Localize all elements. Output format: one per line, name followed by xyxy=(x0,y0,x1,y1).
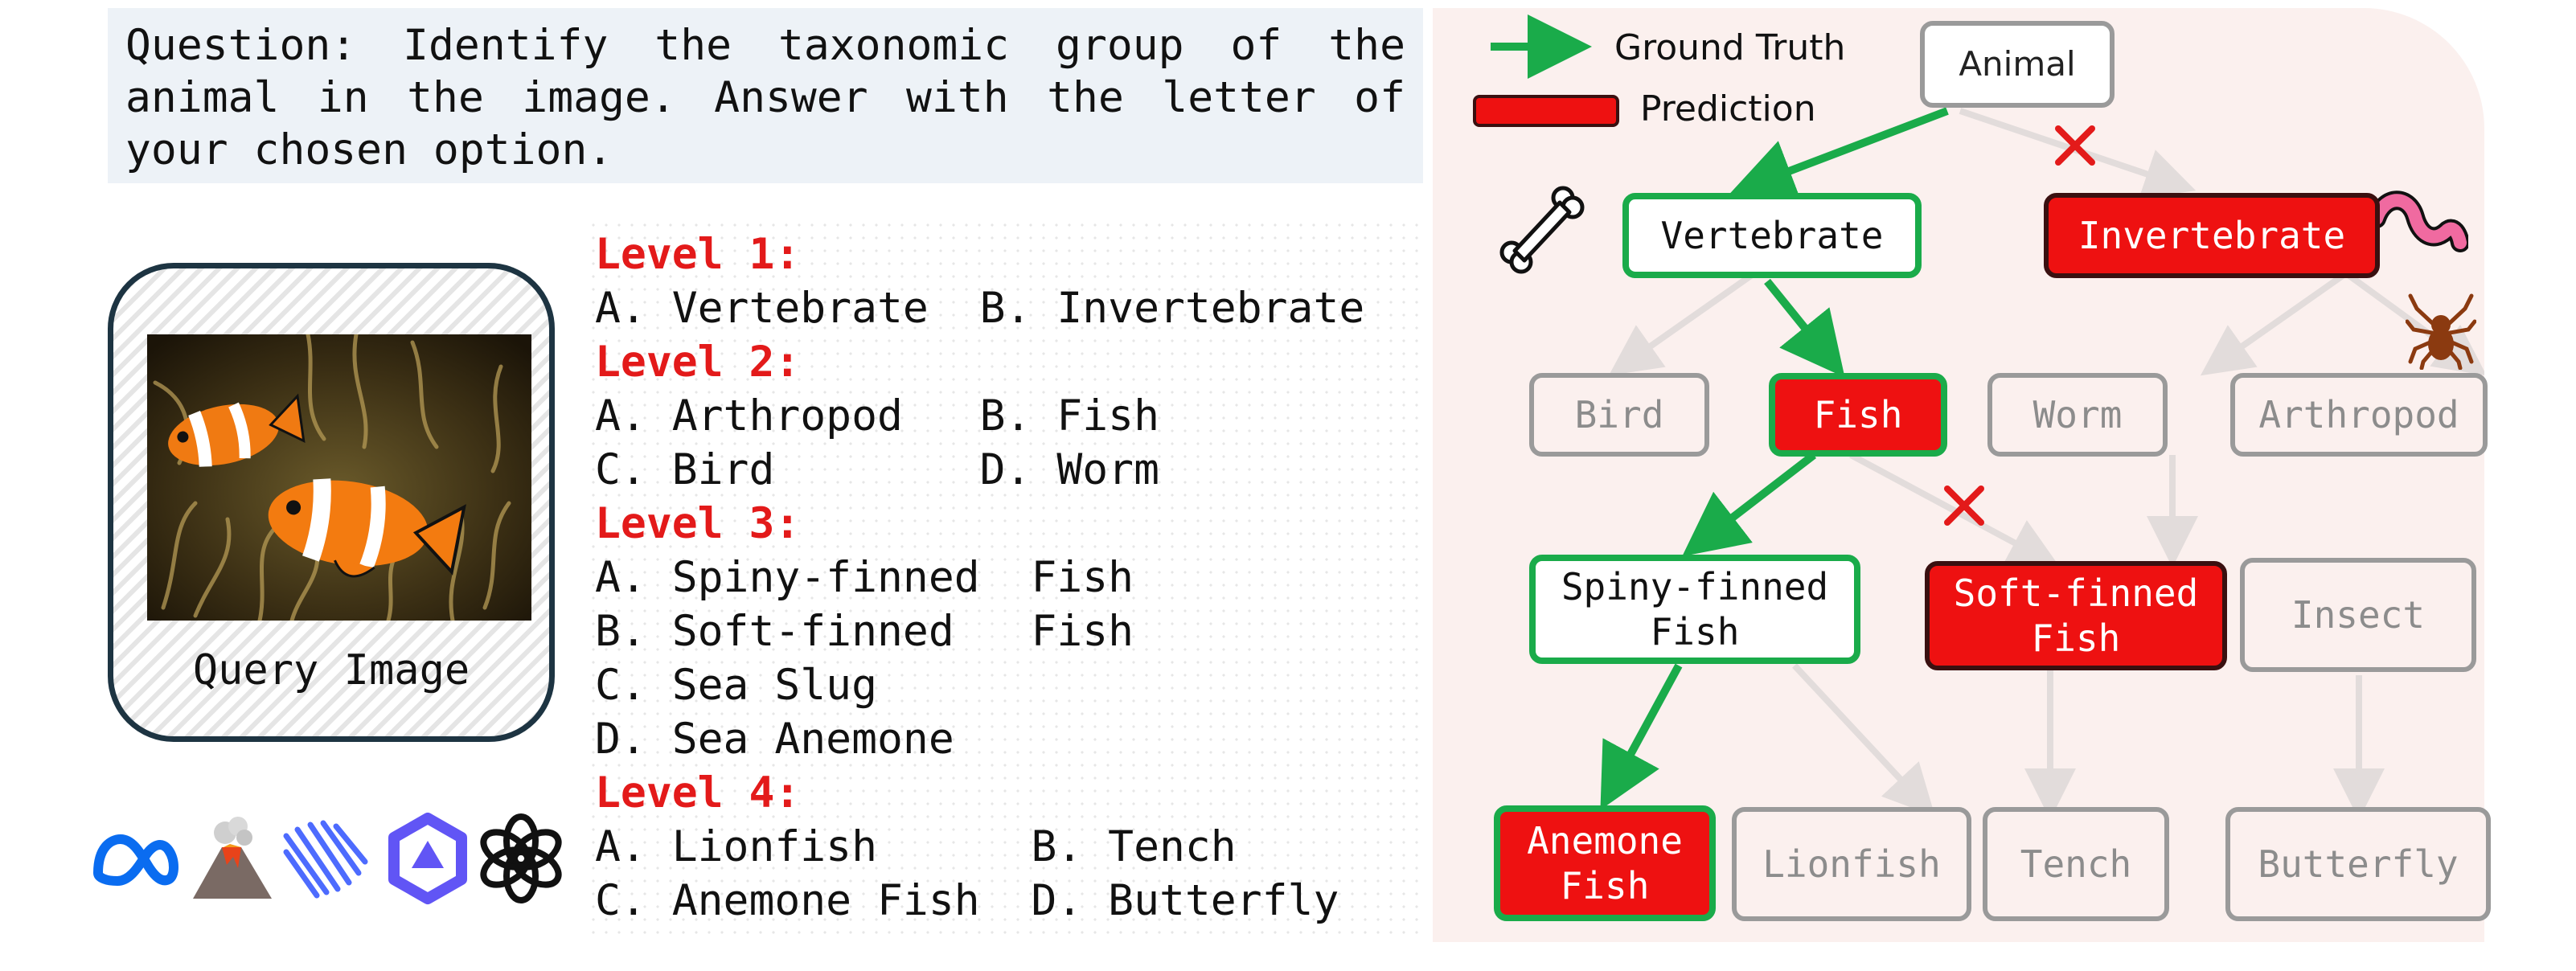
node-lionfish: Lionfish xyxy=(1732,807,1971,921)
tree-edges xyxy=(1473,14,2484,820)
node-spiny-finned-line1: Spiny-finned xyxy=(1561,565,1829,608)
level-4-options-ab: A. Lionfish B. Tench xyxy=(595,822,1237,871)
node-vertebrate: Vertebrate xyxy=(1622,193,1922,278)
spider-icon xyxy=(2406,293,2476,370)
node-animal: Animal xyxy=(1920,21,2115,108)
deepseek-logo-icon xyxy=(278,812,371,905)
node-tench: Tench xyxy=(1983,807,2169,921)
meta-logo-icon xyxy=(88,812,182,905)
node-anemone-line2: Fish xyxy=(1560,864,1650,907)
level-4-title: Level 4: xyxy=(595,768,801,817)
bone-icon xyxy=(1499,186,1585,274)
node-worm: Worm xyxy=(1987,373,2168,457)
qwen-logo-icon xyxy=(381,812,474,905)
level-1-title: Level 1: xyxy=(595,230,801,279)
query-image-caption: Query Image xyxy=(192,646,470,694)
question-text: Question: Identify the taxonomic group o… xyxy=(108,8,1423,183)
node-fish: Fish xyxy=(1769,373,1947,457)
node-soft-finned-line1: Soft-finned xyxy=(1953,572,2199,615)
node-arthropod: Arthropod xyxy=(2230,373,2488,457)
level-1-options: A. Vertebrate B. Invertebrate xyxy=(595,284,1365,333)
volcano-logo-icon xyxy=(185,812,278,905)
cross-mark-icon xyxy=(1944,125,2095,526)
query-image-card: Query Image xyxy=(108,263,555,742)
legend-ground-truth: Ground Truth xyxy=(1614,27,1846,68)
level-3-option-b: B. Soft-finned Fish xyxy=(595,607,1134,656)
taxonomy-tree-panel: Ground Truth Prediction Animal Vertebrat… xyxy=(1433,8,2491,942)
options-panel: Level 1: A. Vertebrate B. Invertebrate L… xyxy=(587,219,1423,942)
legend-prediction: Prediction xyxy=(1640,88,1816,129)
level-2-options-cd: C. Bird D. Worm xyxy=(595,445,1159,494)
worm-icon xyxy=(2369,191,2468,252)
level-3-option-c: C. Sea Slug xyxy=(595,661,877,710)
node-spiny-finned-line2: Fish xyxy=(1650,610,1740,653)
level-3-option-d: D. Sea Anemone xyxy=(595,715,954,764)
node-soft-finned-line2: Fish xyxy=(2031,617,2121,660)
level-2-title: Level 2: xyxy=(595,338,801,387)
node-butterfly: Butterfly xyxy=(2225,807,2491,921)
node-insect: Insect xyxy=(2240,558,2476,672)
level-3-title: Level 3: xyxy=(595,499,801,548)
node-bird: Bird xyxy=(1529,373,1709,457)
level-4-options-cd: C. Anemone Fish D. Butterfly xyxy=(595,876,1339,925)
clownfish-photo xyxy=(147,334,531,621)
node-anemone-line1: Anemone xyxy=(1527,819,1683,862)
openai-logo-icon xyxy=(474,812,568,905)
node-invertebrate: Invertebrate xyxy=(2044,193,2380,278)
level-2-options-ab: A. Arthropod B. Fish xyxy=(595,391,1159,440)
level-3-option-a: A. Spiny-finned Fish xyxy=(595,553,1134,602)
